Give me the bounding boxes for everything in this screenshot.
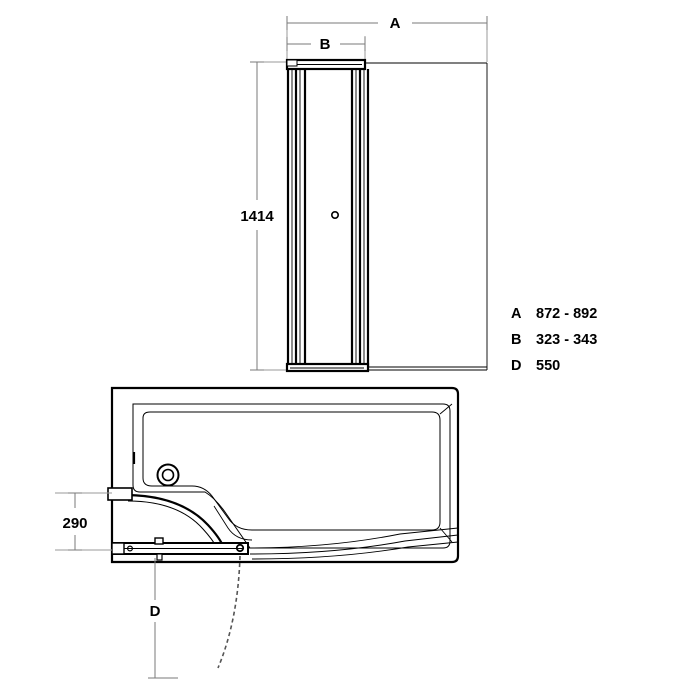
- apron-line-1: [247, 527, 459, 549]
- screen-bottom-rail: [285, 362, 487, 373]
- dimension-a-group: A: [286, 15, 488, 32]
- screen-rail-endcap-left: [111, 542, 125, 555]
- waste-inner-circle: [161, 468, 175, 482]
- dimension-height-label: 1414: [240, 208, 274, 225]
- waste-outer-circle: [156, 463, 180, 487]
- elevation-view-group: A B 1414: [240, 15, 488, 373]
- legend-key-2: D: [511, 358, 521, 374]
- screen-rail-pivot-icon: [126, 545, 133, 552]
- legend-value-2: 550: [536, 358, 560, 374]
- bath-curve-secondary: [213, 505, 253, 541]
- legend-key-0: A: [511, 306, 522, 322]
- bath-rim-fold-bottom-right: [439, 527, 453, 543]
- screen-top-rail: [285, 58, 367, 71]
- screen-left-frame: [286, 69, 307, 366]
- apron-line-3: [251, 541, 459, 560]
- dimension-290-label: 290: [62, 515, 87, 532]
- bath-waste-outlet-icon: [156, 463, 180, 487]
- dimension-height-group: 1414: [240, 61, 288, 371]
- legend-value-1: 323 - 343: [536, 332, 597, 348]
- bath-bowl-outline: [142, 411, 441, 531]
- screen-right-frame: [350, 69, 370, 367]
- screen-rail-clip-upper: [154, 537, 164, 545]
- bath-rim-fold-top-right: [439, 403, 453, 415]
- door-swing-arc: [217, 555, 241, 669]
- screen-wall-bracket: [107, 487, 133, 501]
- bath-rim-inner-outline: [132, 403, 451, 549]
- legend-key-1: B: [511, 332, 521, 348]
- dimension-290-group: 290: [55, 492, 112, 551]
- dimension-b-label: B: [320, 36, 331, 53]
- dimension-a-label: A: [390, 15, 401, 32]
- plan-view-group: 290 D: [55, 386, 460, 679]
- screen-top-rail-endcap: [286, 59, 298, 67]
- curved-shower-screen-plan: [123, 493, 226, 549]
- screen-glass-curve-inner: [127, 500, 218, 549]
- screen-glass-curve-outer: [123, 493, 226, 549]
- elevation-bath-side-outline: [365, 62, 488, 371]
- dimension-d-group: D: [148, 558, 178, 679]
- bath-outer-rim: [110, 386, 460, 564]
- screen-rail-clip-lower: [156, 553, 163, 561]
- legend-group: A 872 - 892 B 323 - 343 D 550: [511, 306, 597, 374]
- bath-front-apron-lines: [247, 527, 459, 560]
- door-handle-icon: [330, 211, 339, 220]
- screen-bottom-rail-body: [285, 362, 370, 373]
- screen-door-pivot-icon: [235, 543, 245, 553]
- apron-line-2: [249, 534, 459, 555]
- dimension-d-label: D: [150, 603, 161, 620]
- dimension-b-group: B: [286, 36, 366, 53]
- screen-bottom-rail-plan: [111, 537, 249, 561]
- legend-value-0: 872 - 892: [536, 306, 597, 322]
